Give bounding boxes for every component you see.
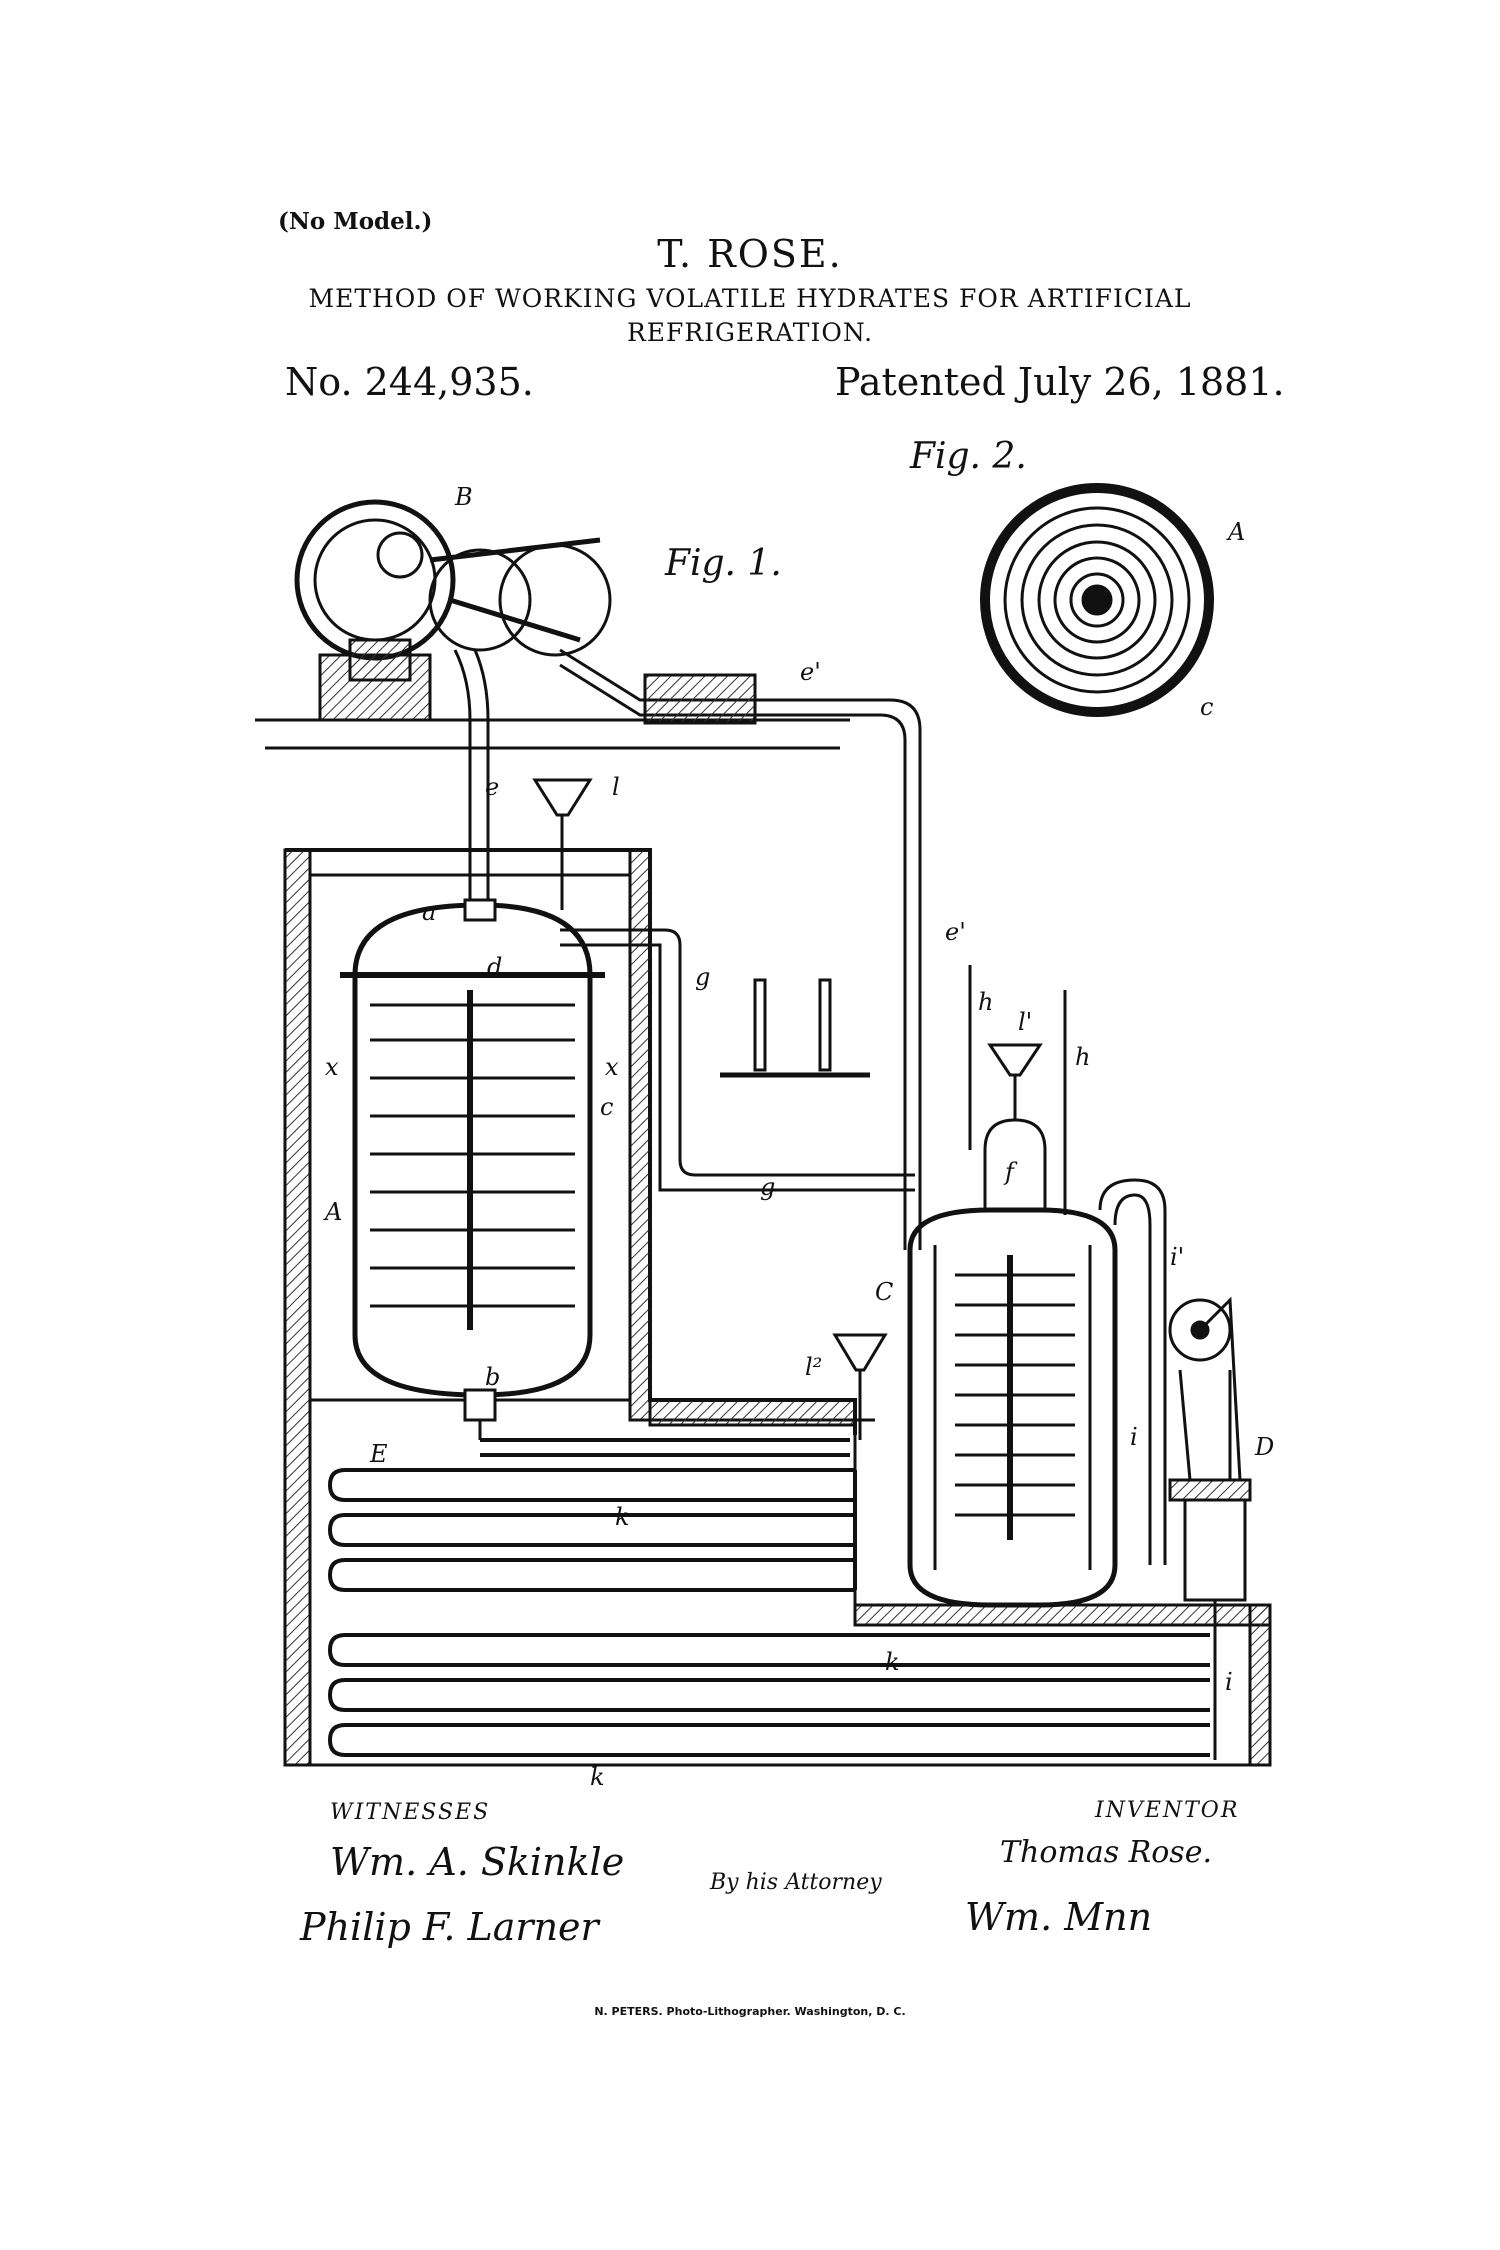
condenser-c	[907, 1118, 1118, 1608]
patent-date: Patented July 26, 1881.	[835, 360, 1285, 404]
label-i: i	[1130, 1423, 1138, 1451]
fig1-label: Fig. 1.	[664, 543, 782, 584]
label-c-fig2: c	[1200, 693, 1213, 721]
inventor-name: T. ROSE.	[657, 232, 843, 276]
witness1-signature: Wm. A. Skinkle	[330, 1840, 625, 1884]
printer-imprint: N. PETERS. Photo-Lithographer. Washingto…	[594, 2005, 906, 2018]
pipe-e-prime	[559, 648, 922, 1250]
patent-title-line1: METHOD OF WORKING VOLATILE HYDRATES FOR …	[308, 284, 1192, 313]
label-b: b	[485, 1363, 500, 1391]
attorney-caption: By his Attorney	[710, 1870, 882, 1895]
coils-e	[327, 1468, 1210, 1757]
pipe-e	[453, 649, 490, 905]
outer-tank	[283, 848, 1272, 1767]
patent-title-line2: REFRIGERATION.	[626, 318, 874, 347]
label-c: c	[600, 1093, 613, 1121]
label-x-left: x	[325, 1053, 339, 1081]
reference-labels: B A c e e' e' l a d x x c A b g g f h h …	[323, 483, 1274, 1791]
fig2-disc	[980, 483, 1214, 717]
label-i1: i'	[1170, 1243, 1184, 1271]
vessel-a-shelves	[370, 990, 575, 1330]
pump-d	[1168, 1296, 1252, 1760]
witnesses-caption: WITNESSES	[330, 1800, 491, 1825]
label-e1-lower: e'	[945, 918, 966, 946]
label-e: e	[485, 773, 499, 801]
label-f: f	[1003, 1158, 1018, 1186]
funnel-l1	[987, 1043, 1043, 1120]
attorney-signature: Wm. Mnn	[965, 1895, 1153, 1939]
fig2-label: Fig. 2.	[909, 436, 1027, 477]
label-l2: l²	[805, 1353, 822, 1381]
funnel-l	[532, 778, 593, 910]
label-l: l	[612, 773, 620, 801]
label-C: C	[875, 1278, 893, 1306]
label-g: g	[695, 963, 710, 991]
patent-number: No. 244,935.	[285, 360, 534, 404]
pipe-i-prime	[1098, 1178, 1167, 1565]
pipe-g	[560, 928, 915, 1192]
inventor-signature: Thomas Rose.	[1000, 1835, 1212, 1870]
funnel-l2	[832, 1333, 888, 1440]
label-k-bottom: k	[590, 1763, 605, 1791]
label-h: h	[978, 988, 993, 1016]
label-h-right: h	[1075, 1043, 1090, 1071]
label-e1: e'	[800, 658, 821, 686]
label-B: B	[454, 483, 473, 511]
label-g-lower: g	[760, 1173, 775, 1201]
label-x-right: x	[605, 1053, 619, 1081]
label-a: a	[422, 898, 436, 926]
compressor-b	[294, 499, 612, 682]
no-model-note: (No Model.)	[278, 208, 433, 235]
label-l1: l'	[1018, 1008, 1032, 1036]
label-A: A	[323, 1198, 342, 1226]
label-d: d	[487, 953, 502, 981]
inventor-caption: INVENTOR	[1095, 1798, 1240, 1823]
rods-h	[968, 965, 1067, 1215]
label-k-mid: k	[885, 1648, 900, 1676]
label-k: k	[615, 1503, 630, 1531]
label-A-fig2: A	[1226, 518, 1245, 546]
vessel-a	[340, 898, 850, 1457]
label-D: D	[1254, 1433, 1274, 1461]
label-E: E	[369, 1440, 388, 1468]
label-i-lower: i	[1225, 1668, 1233, 1696]
witness2-signature: Philip F. Larner	[300, 1905, 599, 1949]
